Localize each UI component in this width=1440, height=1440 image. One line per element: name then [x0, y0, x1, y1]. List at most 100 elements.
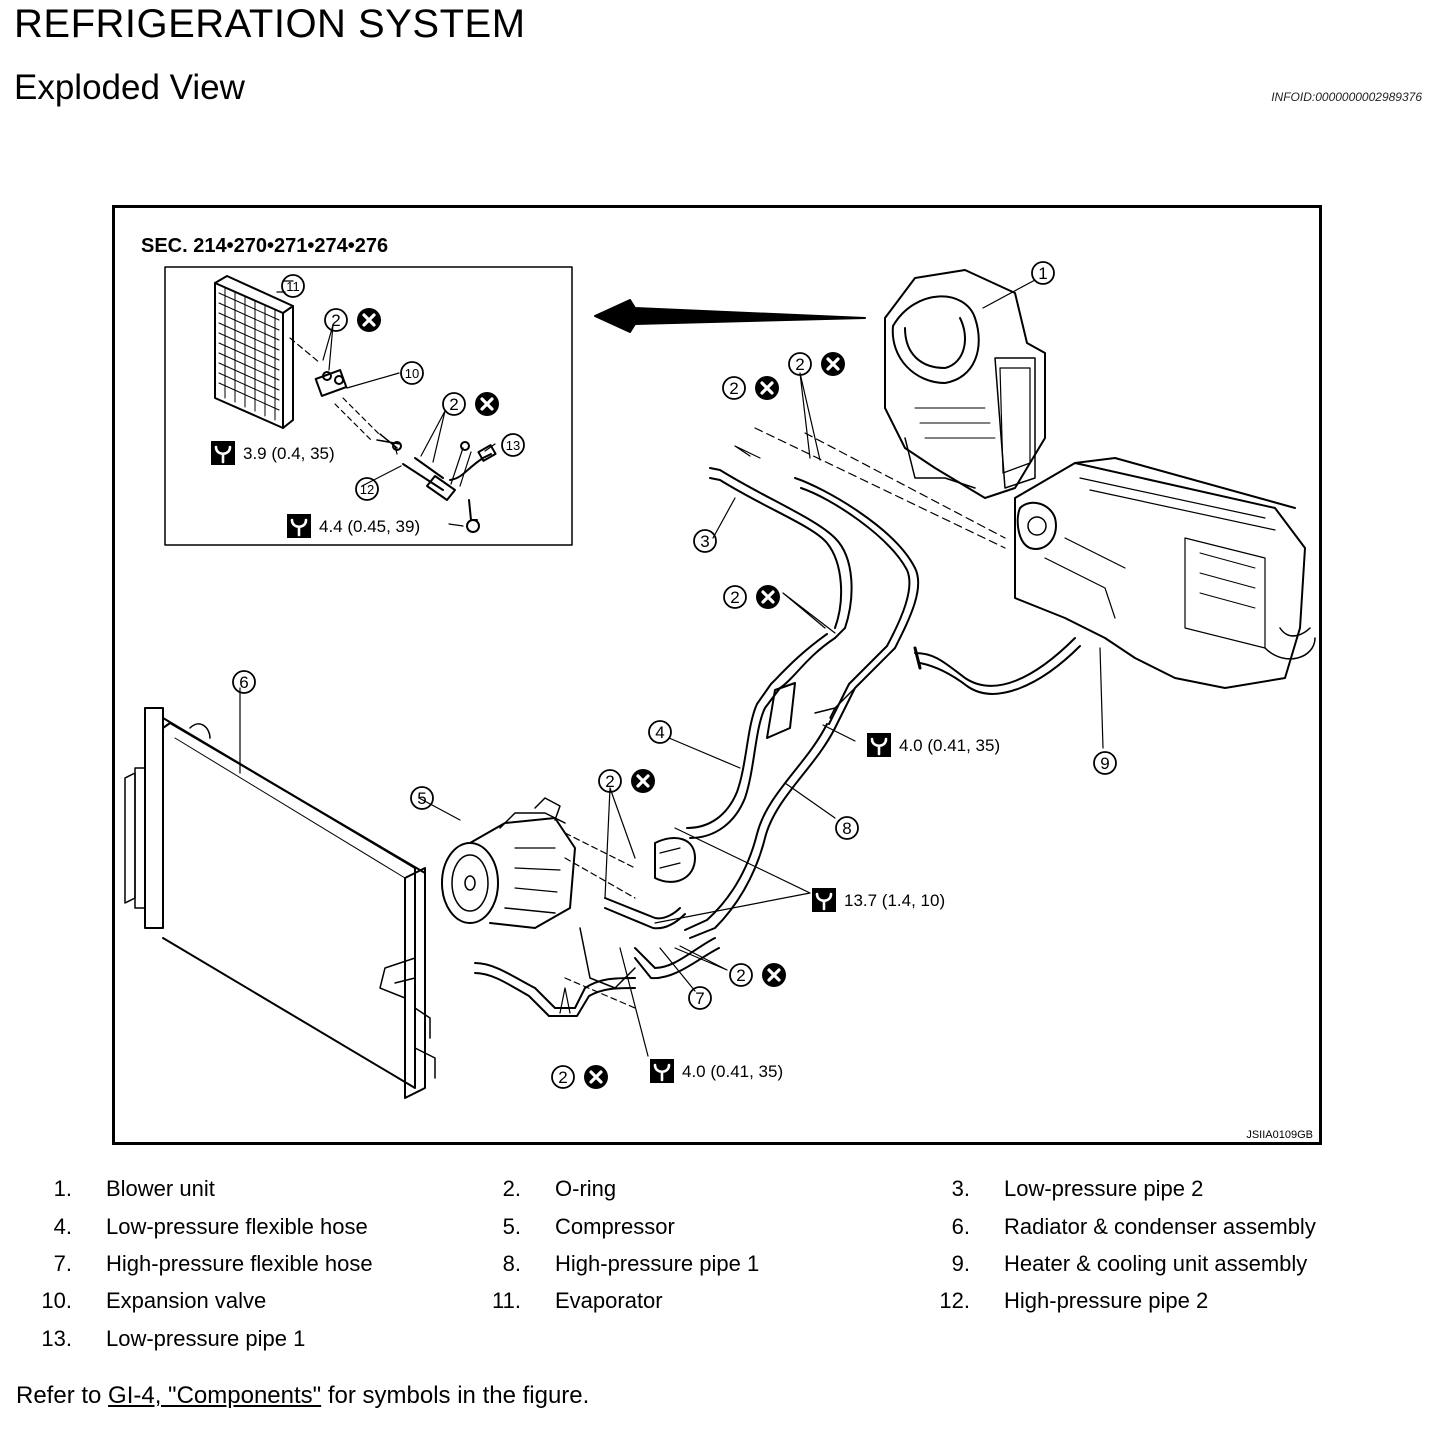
svg-text:2: 2 [730, 588, 739, 607]
middle-hoses-drawing [654, 633, 856, 939]
footnote-prefix: Refer to [16, 1382, 109, 1409]
section-label: SEC. 214•270•271•274•276 [141, 235, 388, 257]
svg-text:5: 5 [417, 789, 426, 808]
callout-9: 9 [1093, 751, 1117, 775]
discard-icon [355, 306, 383, 334]
oring-callout-inset-b: 2 [442, 390, 501, 418]
exploded-view-diagram: SEC. 214•270•271•274•276 JSIIA0109GB [124, 235, 1316, 1141]
legend-item: 6.Radiator & condenser assembly [951, 1214, 1316, 1239]
evaporator-drawing [214, 275, 294, 429]
oring-callout-inset-a: 2 [324, 306, 383, 334]
svg-text:7: 7 [695, 989, 704, 1008]
svg-text:2: 2 [331, 311, 340, 330]
svg-text:4.4 (0.45, 39): 4.4 (0.45, 39) [319, 517, 420, 536]
legend-item: 2.O-ring [502, 1176, 617, 1201]
svg-text:2: 2 [729, 379, 738, 398]
radiator-condenser-drawing [124, 707, 436, 1099]
footnote-suffix: for symbols in the figure. [321, 1382, 590, 1409]
callout-13: 13 [501, 433, 525, 457]
legend-item: 12.High-pressure pipe 2 [939, 1288, 1209, 1313]
torque-icon [285, 512, 313, 540]
discard-icon [754, 583, 782, 611]
discard-icon [819, 350, 847, 378]
oring-callout-3: 2 [722, 374, 781, 402]
svg-text:1: 1 [1038, 264, 1047, 283]
svg-text:2: 2 [558, 1068, 567, 1087]
legend-item: 5.Compressor [502, 1214, 675, 1239]
torque-upper: 4.0 (0.41, 35) [865, 731, 1000, 759]
page-subtitle: Exploded View [14, 68, 245, 107]
svg-text:13: 13 [506, 438, 520, 453]
legend-item: 8.High-pressure pipe 1 [502, 1251, 760, 1276]
svg-text:8: 8 [842, 819, 851, 838]
torque-icon [865, 731, 893, 759]
svg-text:3: 3 [700, 532, 709, 551]
torque-icon [810, 886, 838, 914]
svg-text:3.9 (0.4, 35): 3.9 (0.4, 35) [243, 444, 335, 463]
expansion-valve-drawing [289, 337, 402, 451]
callout-4: 4 [648, 720, 672, 744]
discard-icon [760, 961, 788, 989]
svg-text:2: 2 [795, 355, 804, 374]
svg-text:11: 11 [286, 279, 300, 294]
svg-text:10: 10 [405, 366, 419, 381]
torque-lower: 4.0 (0.41, 35) [648, 1057, 783, 1085]
svg-text:2: 2 [605, 772, 614, 791]
pipe-block-drawing [402, 441, 497, 533]
svg-text:4.0 (0.41, 35): 4.0 (0.41, 35) [682, 1062, 783, 1081]
torque-expansion-valve: 3.9 (0.4, 35) [209, 439, 335, 467]
torque-compressor: 13.7 (1.4, 10) [810, 886, 945, 914]
heater-cooling-unit-drawing [1014, 457, 1316, 689]
footnote: Refer to GI-4, "Components" for symbols … [16, 1382, 589, 1410]
inset-box [164, 266, 573, 546]
torque-icon [648, 1057, 676, 1085]
legend-item: 10.Expansion valve [41, 1288, 267, 1313]
callout-10: 10 [400, 361, 424, 385]
callout-12: 12 [355, 477, 379, 501]
upper-pipes-drawing [709, 427, 1081, 729]
legend-item: 1.Blower unit [53, 1176, 215, 1201]
discard-icon [582, 1063, 610, 1091]
svg-text:4.0 (0.41, 35): 4.0 (0.41, 35) [899, 736, 1000, 755]
exploded-view-figure: SEC. 214•270•271•274•276 JSIIA0109GB [112, 205, 1322, 1145]
callout-11: 11 [281, 274, 305, 298]
hp-flexible-hose-drawing [474, 897, 720, 1017]
discard-icon [629, 767, 657, 795]
discard-icon [473, 390, 501, 418]
oring-callout-1: 2 [788, 350, 847, 378]
svg-text:12: 12 [360, 482, 374, 497]
svg-text:13.7 (1.4, 10): 13.7 (1.4, 10) [844, 891, 945, 910]
oring-callout-4: 2 [723, 583, 782, 611]
svg-text:2: 2 [449, 395, 458, 414]
callout-6: 6 [232, 670, 256, 694]
figure-code: JSIIA0109GB [1246, 1129, 1313, 1141]
svg-text:4: 4 [655, 723, 664, 742]
oring-callout-6: 2 [551, 1063, 610, 1091]
callout-7: 7 [688, 986, 712, 1010]
inset-leaders [276, 280, 496, 527]
callout-1: 1 [1031, 261, 1055, 285]
callout-3: 3 [693, 529, 717, 553]
callout-5: 5 [410, 786, 434, 810]
legend-item: 7.High-pressure flexible hose [53, 1251, 373, 1276]
oring-callout-7: 2 [729, 961, 788, 989]
legend-item: 9.Heater & cooling unit assembly [951, 1251, 1308, 1276]
legend-item: 4.Low-pressure flexible hose [53, 1214, 368, 1239]
discard-icon [753, 374, 781, 402]
callout-8: 8 [835, 816, 859, 840]
page-title: REFRIGERATION SYSTEM [14, 2, 526, 46]
compressor-drawing [441, 797, 636, 929]
legend-item: 11.Evaporator [492, 1288, 663, 1313]
torque-icon [209, 439, 237, 467]
blower-unit-drawing [884, 269, 1046, 499]
info-id: INFOID:0000000002989376 [1271, 90, 1422, 104]
svg-text:6: 6 [239, 673, 248, 692]
components-link[interactable]: GI-4, "Components" [108, 1382, 322, 1409]
svg-text:2: 2 [736, 966, 745, 985]
torque-pipe-block: 4.4 (0.45, 39) [285, 512, 420, 540]
direction-arrow [594, 299, 866, 333]
main-leaders [239, 279, 1104, 1057]
legend-item: 3.Low-pressure pipe 2 [951, 1176, 1204, 1201]
legend-item: 13.Low-pressure pipe 1 [41, 1326, 306, 1351]
svg-text:9: 9 [1100, 754, 1109, 773]
